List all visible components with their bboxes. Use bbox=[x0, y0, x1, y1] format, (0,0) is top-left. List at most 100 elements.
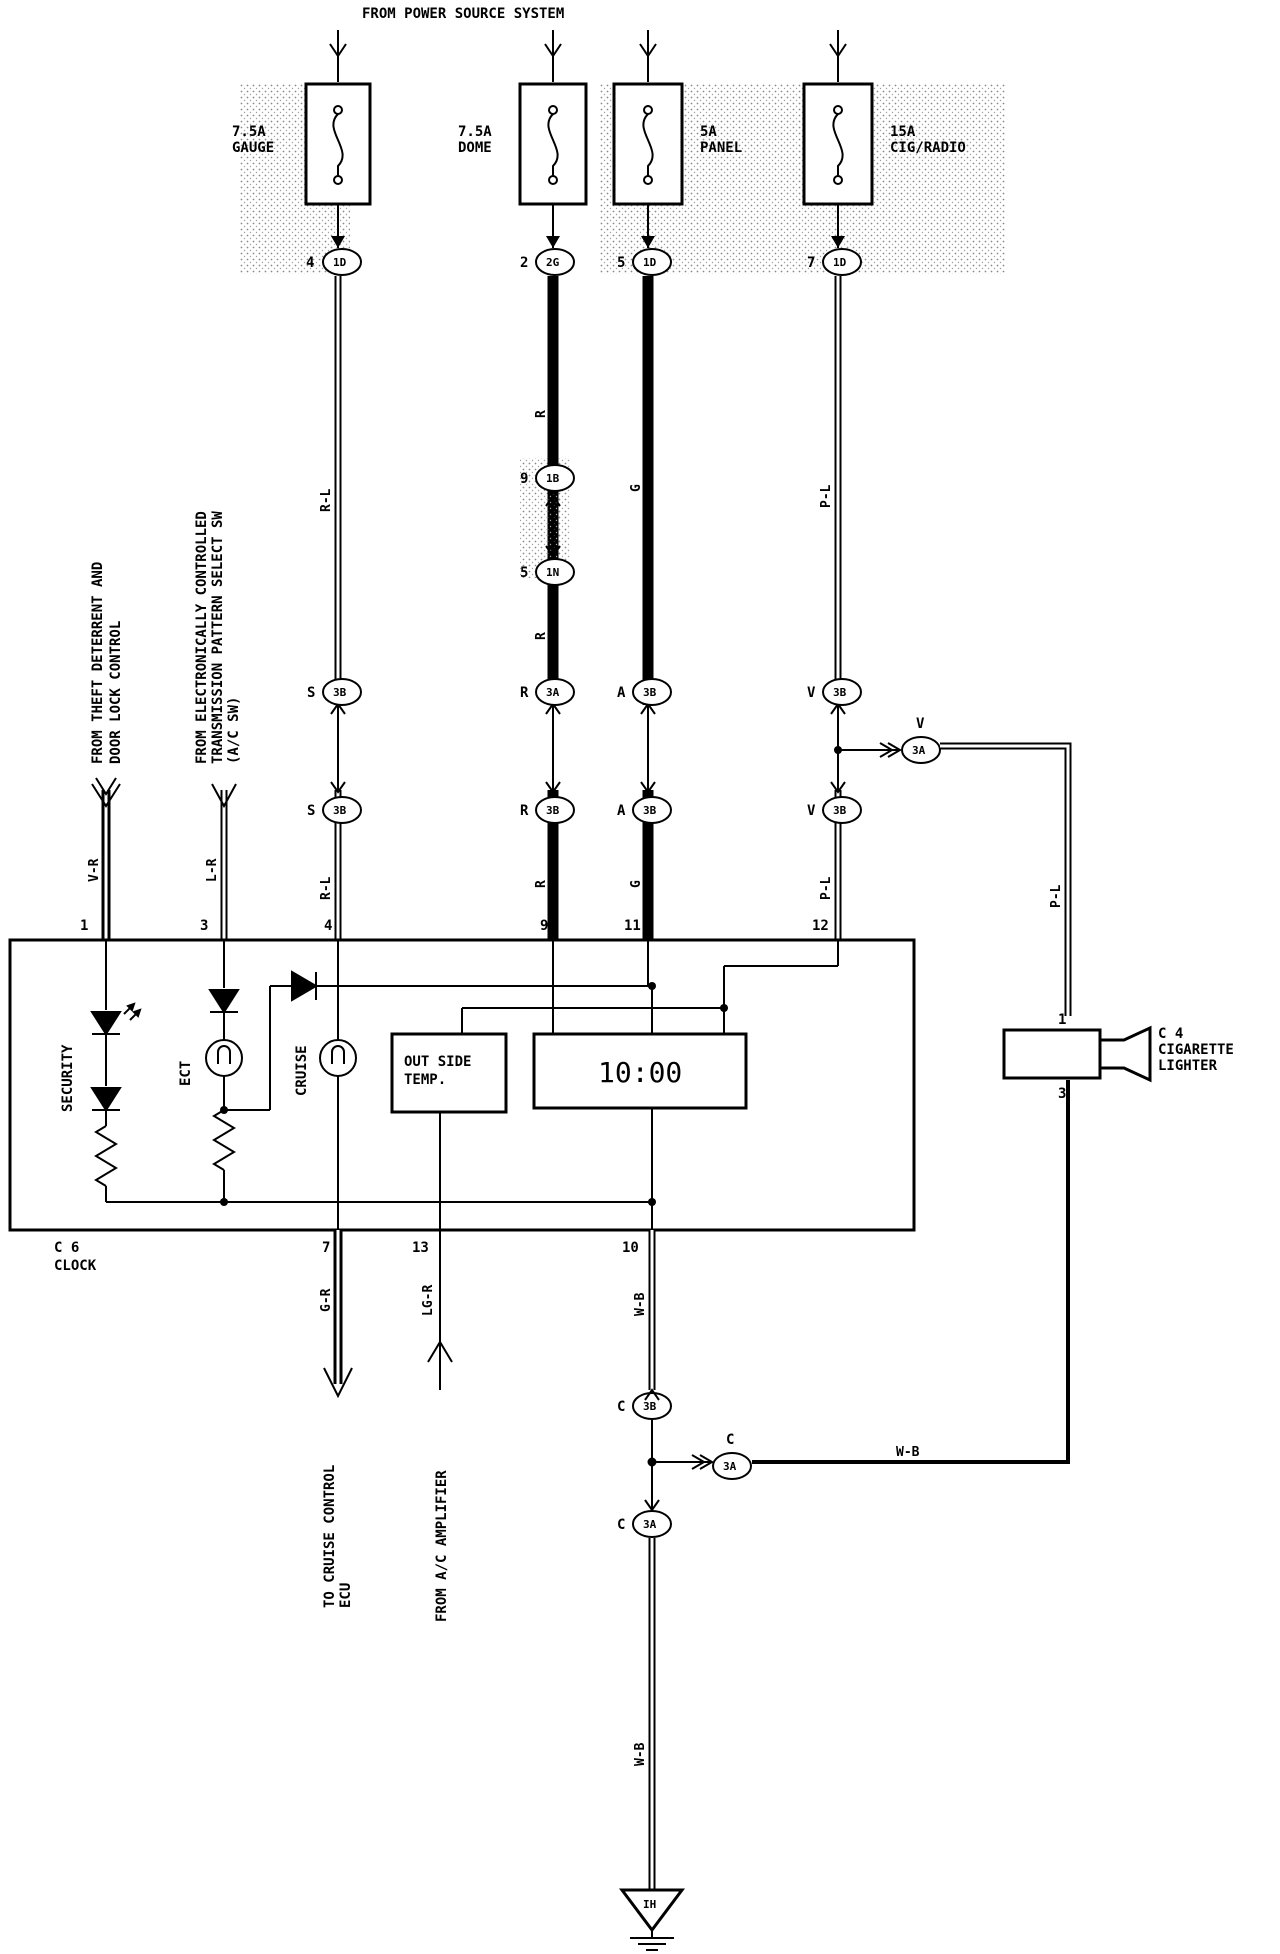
fuse-dome-name: DOME bbox=[458, 140, 492, 156]
lighter-line2: LIGHTER bbox=[1158, 1058, 1218, 1074]
conn-row2-dome-code: 3B bbox=[546, 804, 560, 817]
conn-dome-top-pin: 2 bbox=[520, 255, 528, 271]
conn-row1-cig-code: 3B bbox=[833, 686, 847, 699]
fuse-gauge-name: GAUGE bbox=[232, 140, 274, 156]
conn-row2-cig-code: 3B bbox=[833, 804, 847, 817]
lighter-code: C 4 bbox=[1158, 1026, 1183, 1042]
conn-dome-top-code: 2G bbox=[546, 256, 560, 269]
conn-gauge-top-code: 1D bbox=[333, 256, 347, 269]
clock-junction-dots bbox=[220, 982, 728, 1206]
fuse-panel bbox=[612, 82, 684, 248]
clock-name: CLOCK bbox=[54, 1258, 97, 1274]
lighter-pin-bottom: 3 bbox=[1058, 1086, 1066, 1102]
wire-dome-color-lower: R bbox=[534, 632, 549, 640]
conn-ground-branch-code: 3A bbox=[723, 1460, 737, 1473]
conn-gauge-top-pin: 4 bbox=[306, 255, 314, 271]
wire-gauge-color-lower: R-L bbox=[319, 876, 334, 900]
lighter-pin-top: 1 bbox=[1058, 1012, 1066, 1028]
conn-dome-a-pin: 9 bbox=[520, 471, 528, 487]
outside-temp-line2: TEMP. bbox=[404, 1072, 446, 1088]
conn-panel-top-pin: 5 bbox=[617, 255, 625, 271]
fuse-gauge bbox=[304, 82, 372, 248]
dome-junction-arrows bbox=[545, 494, 561, 558]
fuse-cig-amp: 15A bbox=[890, 124, 916, 140]
wire-lighter-branch bbox=[834, 742, 1072, 1016]
fuse-dome-amp: 7.5A bbox=[458, 124, 492, 140]
wire-ground-color-lower: W-B bbox=[633, 1742, 648, 1766]
cruise-dest-line1: TO CRUISE CONTROL bbox=[322, 1465, 338, 1608]
wire-dome-color-bottom: R bbox=[534, 880, 549, 888]
wire-cruise-color: G-R bbox=[319, 1288, 334, 1312]
conn-panel-top-code: 1D bbox=[643, 256, 657, 269]
security-label: SECURITY bbox=[60, 1044, 76, 1112]
ect-source-line1: FROM ELECTRONICALLY CONTROLLED bbox=[194, 511, 210, 764]
conn-cig-top-pin: 7 bbox=[807, 255, 815, 271]
fuse-panel-amp: 5A bbox=[700, 124, 717, 140]
conn-row1-panel-pin: A bbox=[617, 685, 626, 701]
cigarette-lighter bbox=[1002, 1025, 1152, 1083]
clock-pin-1: 1 bbox=[80, 918, 88, 934]
conn-row2-gauge-pin: S bbox=[307, 803, 315, 819]
wire-lighter-color: P-L bbox=[1049, 884, 1064, 908]
clock-pin-9: 9 bbox=[540, 918, 548, 934]
clock-pin-10: 10 bbox=[622, 1240, 639, 1256]
cruise-dest-line2: ECU bbox=[338, 1583, 354, 1608]
wire-gauge-color: R-L bbox=[319, 488, 334, 512]
conn-row1-dome-code: 3A bbox=[546, 686, 560, 699]
conn-row1-gauge-code: 3B bbox=[333, 686, 347, 699]
wire-ground-color-upper: W-B bbox=[633, 1292, 648, 1316]
conn-dome-a-code: 1B bbox=[546, 472, 560, 485]
wire-dome-color-upper: R bbox=[534, 410, 549, 418]
clock-pin-11: 11 bbox=[624, 918, 641, 934]
clock-internal-wiring bbox=[90, 940, 839, 1230]
conn-row1-panel-code: 3B bbox=[643, 686, 657, 699]
ect-source-line2: TRANSMISSION PATTERN SELECT SW bbox=[210, 511, 226, 764]
conn-row2-dome-pin: R bbox=[520, 803, 529, 819]
wire-ground bbox=[644, 1230, 714, 1890]
wire-cig-color-lower: P-L bbox=[819, 876, 834, 900]
wire-ect-input bbox=[211, 783, 237, 940]
wire-ac-input bbox=[427, 1230, 453, 1390]
conn-branch-v-pin: V bbox=[916, 716, 925, 732]
clock-pin-13: 13 bbox=[412, 1240, 429, 1256]
conn-branch-v-code: 3A bbox=[912, 744, 926, 757]
clock-display-box bbox=[532, 1032, 748, 1110]
clock-pin-12: 12 bbox=[812, 918, 829, 934]
power-feed-arrows bbox=[329, 30, 847, 82]
fuse-dome bbox=[518, 82, 588, 248]
conn-row2-panel-code: 3B bbox=[643, 804, 657, 817]
wire-theft-color: V-R bbox=[87, 858, 102, 882]
wire-cig-color: P-L bbox=[819, 484, 834, 508]
clock-pin-4: 4 bbox=[324, 918, 332, 934]
conn-ground-c2-pin: C bbox=[617, 1517, 625, 1533]
conn-row2-panel-pin: A bbox=[617, 803, 626, 819]
power-source-title: FROM POWER SOURCE SYSTEM bbox=[362, 6, 564, 22]
conn-dome-b-code: 1N bbox=[546, 566, 559, 579]
ground-symbol bbox=[619, 1888, 685, 1951]
wire-panel-color: G bbox=[629, 484, 644, 492]
clock-pin-3: 3 bbox=[200, 918, 208, 934]
ground-code: IH bbox=[643, 1898, 656, 1911]
conn-ground-c1-code: 3B bbox=[643, 1400, 657, 1413]
conn-row2-cig-pin: V bbox=[807, 803, 816, 819]
outside-temp-box bbox=[390, 1032, 508, 1114]
conn-ground-branch-pin: C bbox=[726, 1432, 734, 1448]
wire-ac-color: LG-R bbox=[421, 1285, 436, 1316]
ect-label: ECT bbox=[178, 1061, 194, 1086]
wire-cruise-output bbox=[323, 1230, 353, 1399]
wire-panel-color-lower: G bbox=[629, 880, 644, 888]
outside-temp-line1: OUT SIDE bbox=[404, 1054, 471, 1070]
fuse-cig-name: CIG/RADIO bbox=[890, 140, 966, 156]
theft-source-line1: FROM THEFT DETERRENT AND bbox=[90, 562, 106, 764]
conn-row1-dome-pin: R bbox=[520, 685, 529, 701]
conn-cig-top-code: 1D bbox=[833, 256, 847, 269]
fuse-gauge-amp: 7.5A bbox=[232, 124, 266, 140]
wire-ect-color: L-R bbox=[205, 858, 220, 882]
row-link-arrows bbox=[330, 702, 846, 794]
top-arrowheads bbox=[331, 236, 845, 248]
conn-dome-b-pin: 5 bbox=[520, 565, 528, 581]
fuse-panel-name: PANEL bbox=[700, 140, 742, 156]
wire-ground-branch-color: W-B bbox=[896, 1445, 920, 1460]
ect-source-line3: (A/C SW) bbox=[226, 697, 242, 764]
